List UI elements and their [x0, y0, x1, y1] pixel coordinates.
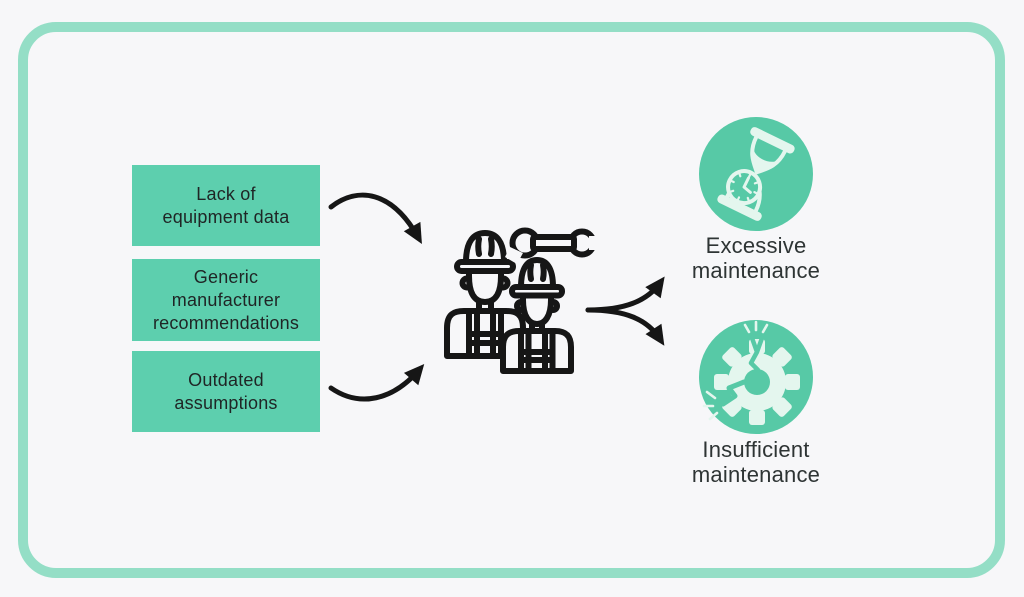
- arrow-workers-to-insufficient: [585, 307, 665, 346]
- excessive-maintenance-badge: [699, 117, 813, 231]
- insufficient-maintenance-badge: [699, 320, 813, 434]
- arrow-workers-to-excessive: [585, 276, 665, 313]
- wrench-icon: [505, 227, 599, 264]
- cause-line: Outdated: [188, 369, 264, 390]
- cause-line: Lack of: [196, 183, 256, 204]
- cause-line: manufacturer: [171, 289, 281, 310]
- outcome-label-excessive-maintenance: Excessive maintenance: [691, 233, 821, 283]
- worker-left: [444, 230, 526, 359]
- worker-right: [500, 257, 574, 374]
- arrow-outdated-to-workers: [328, 363, 425, 402]
- cause-line: assumptions: [174, 392, 278, 413]
- arrows: [328, 192, 665, 402]
- arrow-lack-to-workers: [328, 192, 422, 244]
- outcome-label-insufficient-maintenance: Insufficient maintenance: [691, 437, 821, 487]
- cause-line: Generic: [193, 266, 259, 287]
- hourglass-clock-icon: [717, 127, 795, 221]
- cause-box-lack-of-equipment-data: Lack of equipment data: [132, 165, 320, 246]
- cause-line: equipment data: [162, 206, 290, 227]
- cause-line: recommendations: [152, 312, 300, 333]
- cause-box-outdated-assumptions: Outdated assumptions: [132, 351, 320, 432]
- workers-with-wrench-icon: [444, 227, 599, 374]
- cause-box-generic-manufacturer-recommendations: Generic manufacturer recommendations: [132, 259, 320, 341]
- broken-gear-icon: [702, 320, 800, 425]
- frame-border: [18, 22, 1005, 578]
